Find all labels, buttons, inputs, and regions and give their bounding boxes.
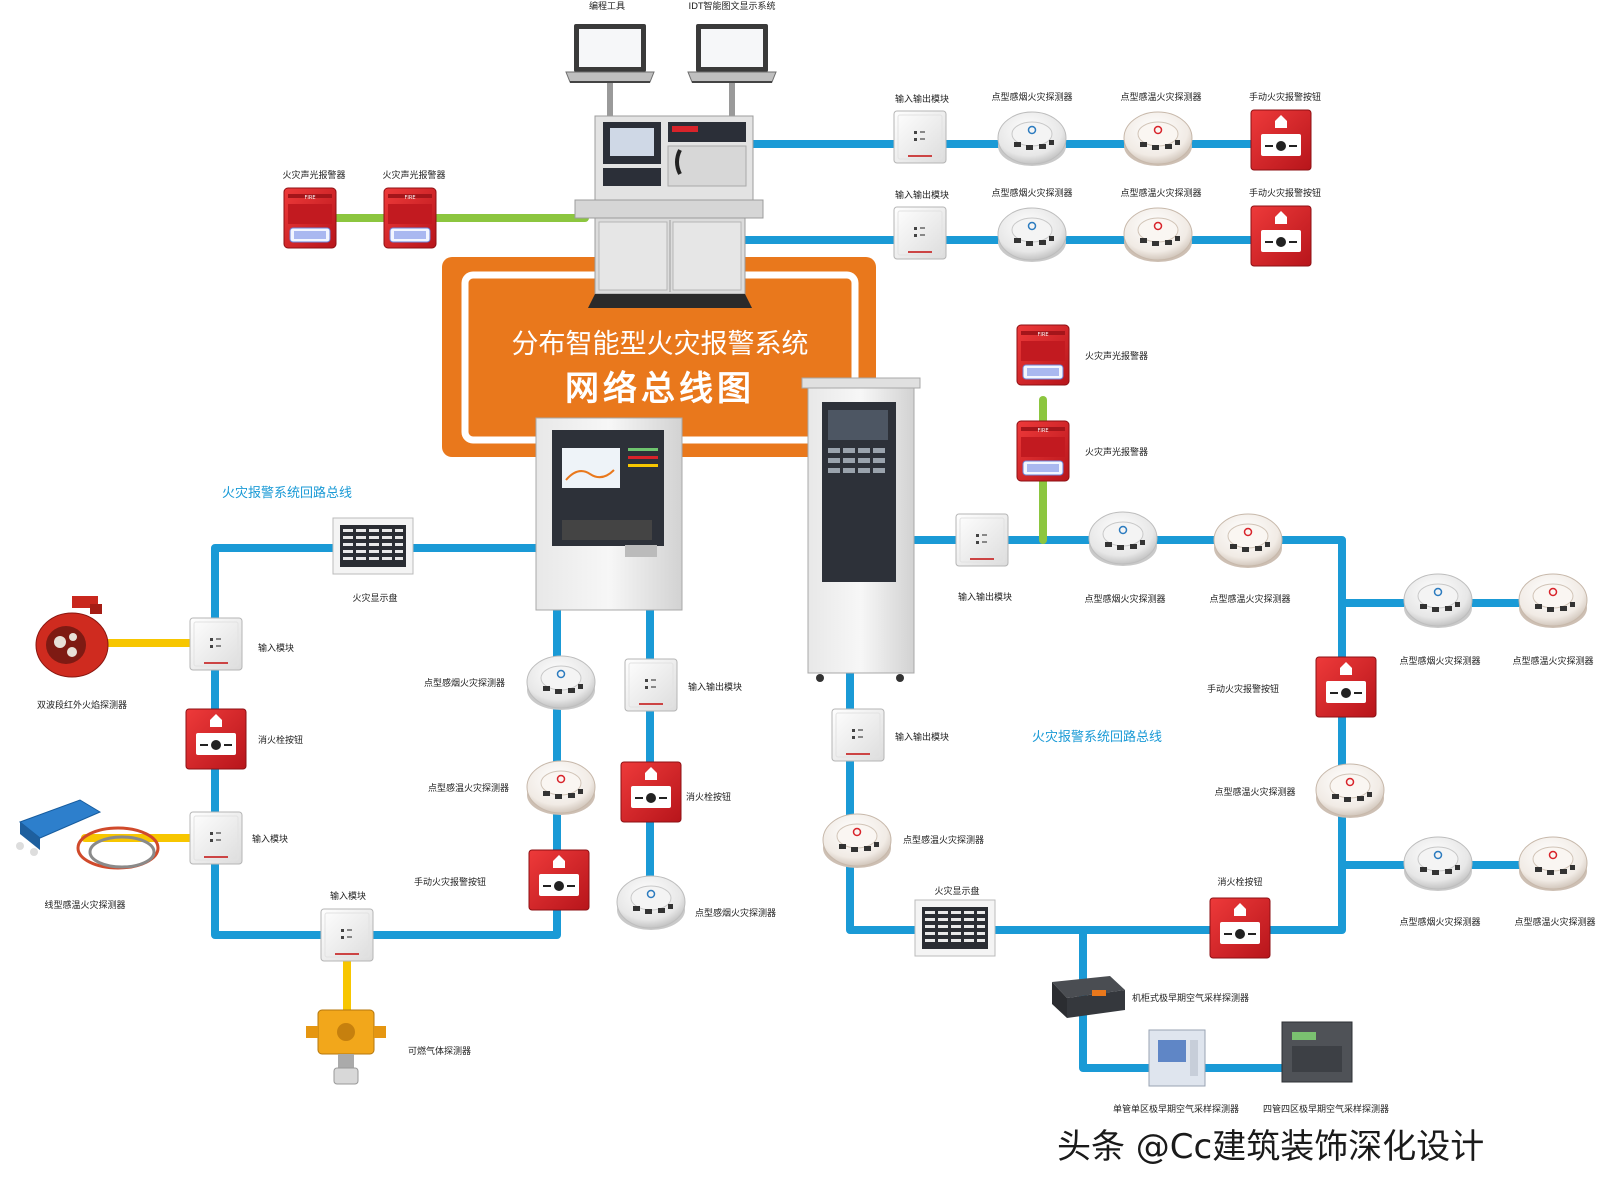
left-in-1-label: 输入模块 xyxy=(258,642,294,654)
left-hydrant-button xyxy=(185,708,247,770)
rr-heat-2-label: 点型感温火灾探测器 xyxy=(1514,916,1595,928)
mid-hydrant-button xyxy=(620,761,682,823)
top-sounder-2-label: 火灾声光报警器 xyxy=(382,169,445,181)
title-line2: 网络总线图 xyxy=(565,369,755,409)
top-sounder-2-fire: FIRE xyxy=(405,195,416,201)
right-io-module xyxy=(955,513,1009,567)
cab-heat-label: 点型感温火灾探测器 xyxy=(903,834,984,846)
rr-heat-1-label: 点型感温火灾探测器 xyxy=(1512,655,1593,667)
gas-det-label: 可燃气体探测器 xyxy=(408,1045,471,1057)
r-io-label: 输入输出模块 xyxy=(958,591,1012,603)
dual-ir-flame-detector xyxy=(35,596,109,678)
top-sounder-1-fire: FIRE xyxy=(305,195,316,201)
linear-heat-detector xyxy=(16,799,160,870)
top-heat-detector-1 xyxy=(1123,111,1193,167)
flame-det-label: 双波段红外火焰探测器 xyxy=(37,699,127,711)
r-panel-label: 火灾显示盘 xyxy=(934,885,979,897)
rr-smoke-2-label: 点型感烟火灾探测器 xyxy=(1399,916,1480,928)
fire-alarm-cabinet-right xyxy=(801,377,921,682)
mid-smoke-detector xyxy=(526,655,596,711)
top-manual-call-point-2 xyxy=(1250,205,1312,267)
r-smoke-label: 点型感烟火灾探测器 xyxy=(1084,593,1165,605)
left-hydrant-label: 消火栓按钮 xyxy=(258,734,303,746)
control-console xyxy=(574,78,764,308)
idt-display-label: IDT智能图文显示系统 xyxy=(688,0,775,12)
far-right-smoke-detector-2 xyxy=(1403,836,1473,892)
programming-laptop xyxy=(565,23,655,84)
idt-display-laptop xyxy=(687,23,777,84)
cabinet-aspirating-detector xyxy=(1052,976,1125,1018)
single-pipe-aspirating-detector xyxy=(1148,1029,1206,1087)
prog-tool-label: 编程工具 xyxy=(589,0,625,12)
left-input-module-3 xyxy=(320,908,374,962)
left-in-3-label: 输入模块 xyxy=(330,890,366,902)
linear-det-label: 线型感温火灾探测器 xyxy=(44,899,125,911)
right-sounder-1-fire: FIRE xyxy=(1038,332,1049,338)
top-mcp-2-label: 手动火灾报警按钮 xyxy=(1249,187,1321,199)
top-sounder-1-label: 火灾声光报警器 xyxy=(282,169,345,181)
r-sounder-2-label: 火灾声光报警器 xyxy=(1085,446,1148,458)
title-board: 分布智能型火灾报警系统 网络总线图 xyxy=(442,257,876,457)
watermark: 头条 @Cc建筑装饰深化设计 xyxy=(1057,1127,1484,1167)
top-smoke-2-label: 点型感烟火灾探测器 xyxy=(991,187,1072,199)
r-heat-label: 点型感温火灾探测器 xyxy=(1209,593,1290,605)
mid-hydrant-label: 消火栓按钮 xyxy=(686,791,731,803)
rr-heat-mid-label: 点型感温火灾探测器 xyxy=(1214,786,1295,798)
right-heat-detector-mid xyxy=(1315,763,1385,819)
mid-smoke-label: 点型感烟火灾探测器 xyxy=(424,677,505,689)
left-bus-label: 火灾报警系统回路总线 xyxy=(222,485,352,501)
right-hydrant-button xyxy=(1209,897,1271,959)
top-smoke-detector-1 xyxy=(997,111,1067,167)
far-right-heat-detector-1 xyxy=(1518,573,1588,629)
right-bus-label: 火灾报警系统回路总线 xyxy=(1032,729,1162,745)
top-heat-1-label: 点型感温火灾探测器 xyxy=(1120,91,1201,103)
top-smoke-1-label: 点型感烟火灾探测器 xyxy=(991,91,1072,103)
top-mcp-1-label: 手动火灾报警按钮 xyxy=(1249,91,1321,103)
top-smoke-detector-2 xyxy=(997,207,1067,263)
far-right-heat-detector-2 xyxy=(1518,836,1588,892)
fire-alarm-controller-left xyxy=(535,417,683,611)
mid-heat-label: 点型感温火灾探测器 xyxy=(428,782,509,794)
right-fire-display-panel xyxy=(914,899,996,957)
right-smoke-detector xyxy=(1088,511,1158,567)
left-fire-display-panel xyxy=(332,517,414,575)
combustible-gas-detector xyxy=(306,1009,386,1085)
mid-smoke-2-label: 点型感烟火灾探测器 xyxy=(695,907,776,919)
asd-cab-label: 机柜式极早期空气采样探测器 xyxy=(1132,992,1249,1004)
top-manual-call-point-1 xyxy=(1250,109,1312,171)
r-hydrant-label: 消火栓按钮 xyxy=(1217,876,1262,888)
four-pipe-aspirating-detector xyxy=(1281,1021,1353,1083)
r-mcp-label: 手动火灾报警按钮 xyxy=(1207,683,1279,695)
mid-manual-call-point xyxy=(528,849,590,911)
left-in-2-label: 输入模块 xyxy=(252,833,288,845)
top-heat-detector-2 xyxy=(1123,207,1193,263)
mid-mcp-label: 手动火灾报警按钮 xyxy=(414,876,486,888)
title-line1: 分布智能型火灾报警系统 xyxy=(512,329,809,360)
left-input-module-2 xyxy=(189,811,243,865)
mid-io-label: 输入输出模块 xyxy=(688,681,742,693)
cab-io-label: 输入输出模块 xyxy=(895,731,949,743)
mid-smoke-detector-2 xyxy=(616,875,686,931)
mid-heat-detector xyxy=(526,760,596,816)
left-panel-label: 火灾显示盘 xyxy=(352,592,397,604)
far-right-smoke-detector-1 xyxy=(1403,573,1473,629)
right-heat-detector xyxy=(1213,513,1283,569)
top-io-module-2 xyxy=(893,206,947,260)
rr-smoke-1-label: 点型感烟火灾探测器 xyxy=(1399,655,1480,667)
right-sounder-2-fire: FIRE xyxy=(1038,428,1049,434)
asd-single-label: 单管单区极早期空气采样探测器 xyxy=(1113,1103,1239,1115)
mid-io-module xyxy=(624,658,678,712)
top-io-2-label: 输入输出模块 xyxy=(895,189,949,201)
top-io-module-1 xyxy=(893,110,947,164)
right-manual-call-point xyxy=(1315,656,1377,718)
asd-four-label: 四管四区极早期空气采样探测器 xyxy=(1263,1103,1389,1115)
top-heat-2-label: 点型感温火灾探测器 xyxy=(1120,187,1201,199)
left-input-module-1 xyxy=(189,617,243,671)
cabinet-heat-detector xyxy=(822,813,892,869)
r-sounder-1-label: 火灾声光报警器 xyxy=(1085,350,1148,362)
cabinet-io-module xyxy=(831,708,885,762)
top-io-1-label: 输入输出模块 xyxy=(895,93,949,105)
